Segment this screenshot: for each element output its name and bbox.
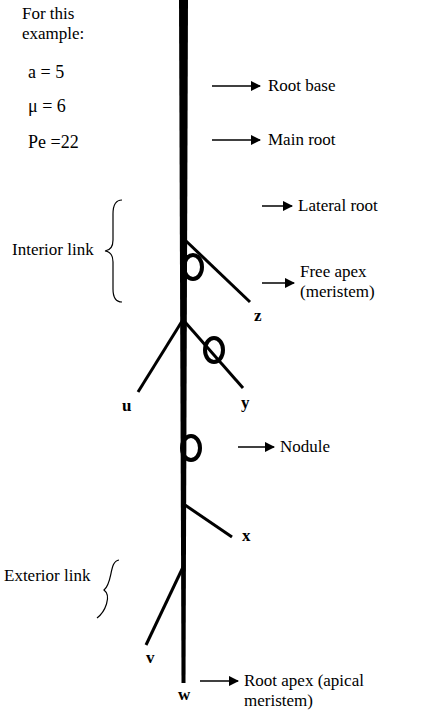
nodule (182, 436, 200, 460)
lateral-root (138, 318, 184, 392)
pointer-arrow (262, 205, 292, 207)
pointer-arrow (238, 446, 274, 448)
part-label: Nodule (280, 437, 330, 457)
part-label: Main root (268, 130, 336, 150)
curly-brace (97, 560, 119, 618)
apex-letter: w (178, 685, 190, 705)
lateral-root (185, 505, 232, 537)
parameter-value: Pe =22 (28, 132, 79, 152)
lateral-root (146, 565, 184, 645)
nodule (184, 255, 202, 279)
apex-letter: y (241, 393, 250, 413)
curly-brace (105, 200, 122, 302)
nodule (205, 338, 223, 362)
apex-letter: x (242, 526, 251, 546)
example-heading: For this example: (22, 4, 97, 44)
part-label: Lateral root (298, 196, 378, 216)
apex-letter: u (122, 396, 131, 416)
part-label: Root apex (apical meristem) (244, 671, 370, 711)
pointer-arrow (200, 680, 238, 682)
main-root (179, 0, 188, 683)
lateral-root (185, 322, 243, 388)
part-label: Root base (268, 76, 336, 96)
link-label: Interior link (12, 240, 94, 260)
pointer-arrow (262, 282, 294, 284)
parameter-value: μ = 6 (28, 96, 66, 116)
lateral-root (185, 240, 250, 302)
apex-letter: v (146, 648, 155, 668)
link-label: Exterior link (4, 566, 90, 586)
apex-letter: z (254, 306, 262, 326)
part-label: Free apex (meristem) (300, 262, 400, 302)
parameter-value: a = 5 (28, 62, 64, 82)
pointer-arrow (212, 139, 260, 141)
pointer-arrow (212, 85, 260, 87)
